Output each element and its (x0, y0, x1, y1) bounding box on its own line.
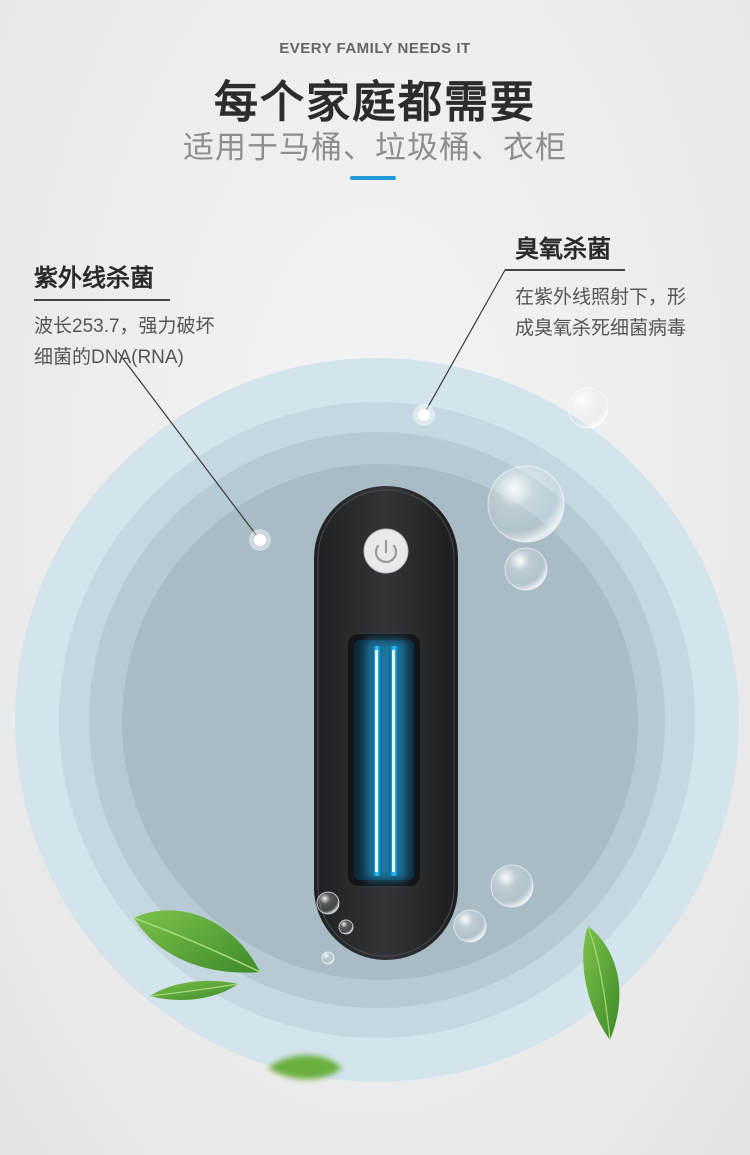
leaf-right (583, 925, 620, 1041)
leaf-bottom-blurred (268, 1055, 342, 1080)
ozone-sterilization-title: 臭氧杀菌 (515, 235, 611, 263)
left-leader-line (117, 351, 261, 541)
leaf-left-small (149, 980, 239, 1000)
ozone-sterilization-line2: 成臭氧杀死细菌病毒 (515, 318, 687, 339)
power-icon[interactable] (363, 528, 409, 574)
accent-divider (350, 176, 396, 180)
uv-sterilization-title: 紫外线杀菌 (34, 264, 154, 292)
eyebrow-text: EVERY FAMILY NEEDS IT (279, 40, 471, 57)
leaf-left-large (133, 910, 261, 973)
left-callout-dot (249, 529, 271, 551)
right-callout-rule (505, 269, 625, 271)
uv-sterilization-line1: 波长253.7，强力破坏 (34, 316, 215, 337)
uv-lamp-tube (366, 640, 406, 880)
sterilizer-device (314, 486, 458, 960)
uv-sterilization-line2: 细菌的DNA(RNA) (34, 347, 184, 368)
right-leader-line (423, 269, 506, 415)
right-callout-dot (413, 404, 435, 426)
page-title: 每个家庭都需要 (214, 77, 536, 128)
page-subtitle: 适用于马桶、垃圾桶、衣柜 (183, 130, 567, 166)
water-bubbles (316, 387, 609, 965)
left-callout-rule (34, 299, 170, 301)
ozone-sterilization-line1: 在紫外线照射下，形 (515, 287, 687, 308)
